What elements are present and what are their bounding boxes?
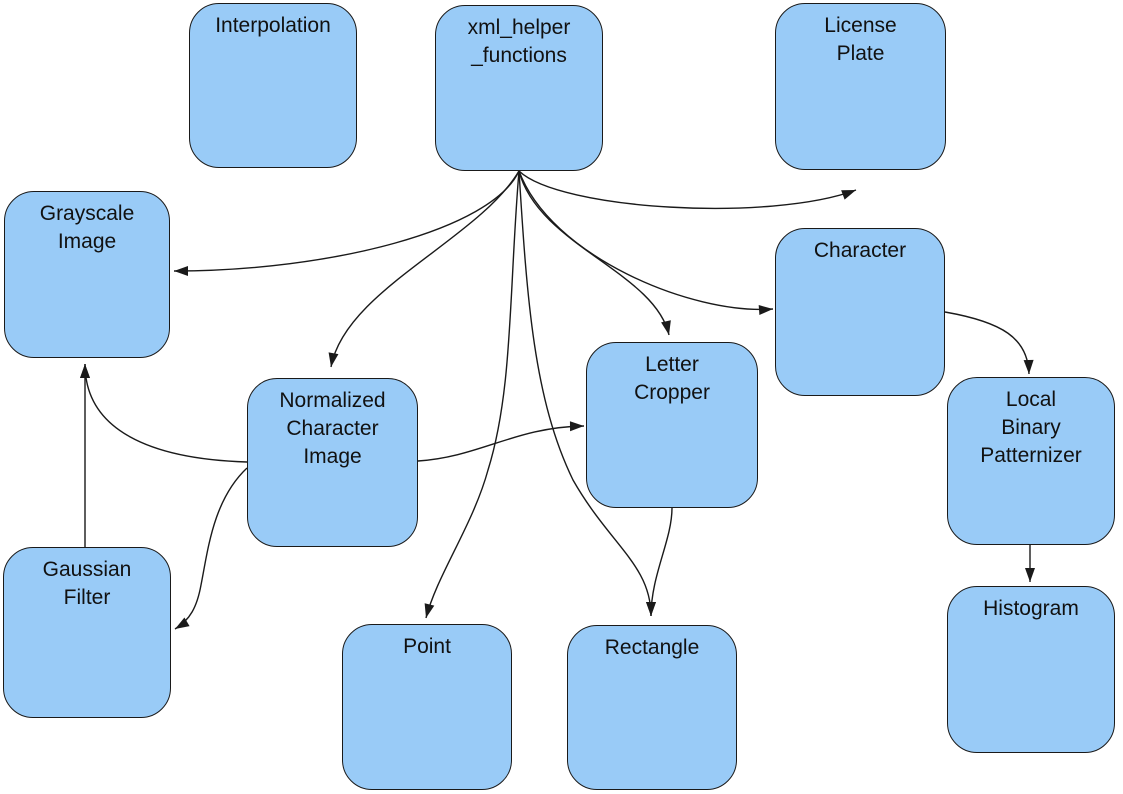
node-point: Point xyxy=(342,624,512,790)
node-label-line: Patternizer xyxy=(980,444,1082,467)
node-interpolation: Interpolation xyxy=(189,3,357,168)
edge-normalized_character_image-to-grayscale_image xyxy=(80,363,248,463)
node-label-line: Binary xyxy=(1001,416,1061,439)
edge-normalized_character_image-to-letter_cropper xyxy=(417,421,585,462)
node-label-line: _functions xyxy=(471,44,567,67)
node-label-line: Rectangle xyxy=(604,636,700,659)
node-label-line: Point xyxy=(403,635,451,658)
edge-xml_helper_functions-to-license_plate xyxy=(518,170,857,210)
node-histogram: Histogram xyxy=(947,586,1115,753)
node-xml_helper_functions: xml_helper _functions xyxy=(435,5,603,171)
node-label-line: Grayscale xyxy=(39,202,135,225)
node-label-line: Character xyxy=(813,239,907,262)
edge-xml_helper_functions-to-grayscale_image xyxy=(173,170,520,276)
node-label-line: Image xyxy=(57,230,117,253)
edge-character-to-local_binary_patternizer xyxy=(944,311,1034,375)
node-label-line: xml_helper xyxy=(467,16,571,39)
node-label-line: License xyxy=(824,14,897,37)
node-label-line: Character xyxy=(286,417,379,440)
node-label-line: Filter xyxy=(63,586,111,609)
edge-xml_helper_functions-to-normalized_character_image xyxy=(328,170,520,368)
edge-xml_helper_functions-to-point xyxy=(424,170,520,619)
node-label-line: Normalized xyxy=(279,389,386,412)
node-label-line: Image xyxy=(303,445,362,468)
node-label-line: Local xyxy=(1005,388,1057,411)
edge-xml_helper_functions-to-letter_cropper xyxy=(518,170,671,336)
node-label-line: Interpolation xyxy=(215,14,331,37)
node-label-line: Histogram xyxy=(983,597,1079,620)
node-label-line: Gaussian xyxy=(42,558,132,581)
edge-xml_helper_functions-to-character xyxy=(518,170,774,315)
node-label-line: Letter xyxy=(645,353,699,376)
node-label-line: Plate xyxy=(836,42,885,65)
node-rectangle: Rectangle xyxy=(567,625,737,790)
edge-letter_cropper-to-rectangle xyxy=(646,507,673,617)
edge-normalized_character_image-to-gaussian_filter xyxy=(174,467,248,630)
node-character: Character xyxy=(775,228,945,396)
node-label-line: Cropper xyxy=(634,381,710,404)
